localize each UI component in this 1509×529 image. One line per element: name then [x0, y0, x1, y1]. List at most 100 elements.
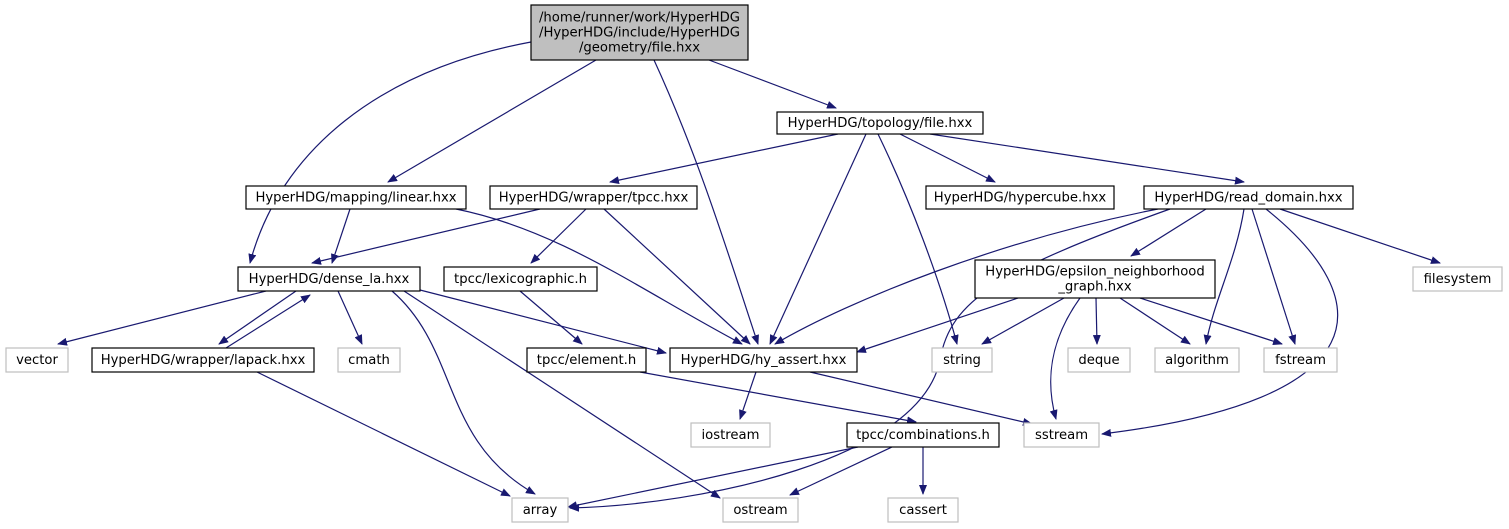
- edge-root-to-topology: [708, 59, 837, 109]
- node-lexicographic[interactable]: tpcc/lexicographic.h: [443, 266, 598, 292]
- node-deque[interactable]: deque: [1067, 347, 1131, 373]
- node-label: HyperHDG/wrapper/tpcc.hxx: [499, 191, 689, 206]
- node-label: _graph.hxx: [1057, 280, 1132, 295]
- edge-epsilon-to-fstream: [1139, 297, 1283, 346]
- node-label: iostream: [702, 428, 760, 443]
- node-array[interactable]: array: [511, 497, 569, 523]
- node-box: [511, 497, 569, 523]
- node-label: /geometry/file.hxx: [579, 41, 700, 56]
- node-label: HyperHDG/hy_assert.hxx: [681, 353, 847, 368]
- node-box: [526, 347, 647, 373]
- edge-root-to-hy_assert: [653, 59, 759, 345]
- edge-hy_assert-to-sstream: [809, 371, 1033, 426]
- node-string[interactable]: string: [931, 347, 993, 373]
- node-box: [1263, 347, 1338, 373]
- node-label: HyperHDG/mapping/linear.hxx: [255, 191, 456, 206]
- node-topology[interactable]: HyperHDG/topology/file.hxx: [776, 111, 984, 135]
- node-cassert[interactable]: cassert: [887, 497, 959, 523]
- edge-epsilon-to-deque: [1092, 297, 1101, 345]
- edge-tpcc_wrapper-to-dense_la: [311, 208, 541, 265]
- node-hy-assert[interactable]: HyperHDG/hy_assert.hxx: [669, 347, 858, 373]
- edge-root-to-mapping: [387, 59, 597, 183]
- node-fstream[interactable]: fstream: [1263, 347, 1338, 373]
- edge-dense_la-to-array: [391, 290, 536, 495]
- edge-epsilon-to-string: [981, 297, 1065, 345]
- edge-tpcc_wrapper-to-lexicographic: [530, 208, 587, 264]
- node-box: [846, 422, 1000, 448]
- edge-read_domain-to-filesystem: [1279, 208, 1441, 264]
- node-label: cmath: [348, 353, 390, 368]
- edge-topology-to-hypercube: [899, 133, 996, 183]
- edge-topology-to-tpcc_wrapper: [609, 133, 839, 185]
- edge-topology-to-hy_assert: [769, 133, 867, 345]
- node-dense-la[interactable]: HyperHDG/dense_la.hxx: [237, 266, 421, 292]
- edge-lapack-to-array: [256, 371, 511, 497]
- node-ostream[interactable]: ostream: [722, 497, 799, 523]
- node-label: HyperHDG/wrapper/lapack.hxx: [101, 353, 306, 368]
- node-epsilon[interactable]: HyperHDG/epsilon_neighborhood_graph.hxx: [974, 259, 1216, 299]
- edge-topology-to-read_domain: [929, 133, 1245, 185]
- node-label: /HyperHDG/include/HyperHDG: [539, 26, 740, 41]
- node-label: deque: [1078, 353, 1119, 368]
- edge-combinations-to-ostream: [789, 446, 893, 496]
- node-label: fstream: [1275, 353, 1326, 368]
- node-algorithm[interactable]: algorithm: [1154, 347, 1240, 373]
- node-label: HyperHDG/hypercube.hxx: [934, 191, 1107, 206]
- node-label: HyperHDG/topology/file.hxx: [788, 116, 973, 131]
- node-lapack[interactable]: HyperHDG/wrapper/lapack.hxx: [91, 347, 315, 373]
- node-label: cassert: [899, 503, 947, 518]
- node-box: [722, 497, 799, 523]
- node-box: [690, 422, 771, 448]
- node-box: [489, 185, 698, 210]
- edge-dense_la-to-ostream: [403, 290, 721, 499]
- node-vector[interactable]: vector: [5, 347, 69, 373]
- node-box: [1412, 266, 1503, 292]
- node-label: tpcc/combinations.h: [856, 428, 990, 443]
- edge-epsilon-to-hy_assert: [856, 297, 1019, 353]
- node-box: [1143, 185, 1354, 210]
- edge-read_domain-to-hy_assert: [774, 208, 1159, 345]
- edge-lexicographic-to-element: [519, 290, 583, 345]
- node-box: [1154, 347, 1240, 373]
- node-filesystem[interactable]: filesystem: [1412, 266, 1503, 292]
- node-label: HyperHDG/epsilon_neighborhood: [985, 265, 1204, 280]
- node-box: [5, 347, 69, 373]
- node-box: [974, 259, 1216, 299]
- node-label: array: [523, 503, 558, 518]
- edge-root-to-dense_la: [248, 41, 532, 264]
- node-label: HyperHDG/dense_la.hxx: [249, 272, 410, 287]
- nodes: /home/runner/work/HyperHDG/HyperHDG/incl…: [5, 4, 1503, 523]
- edge-read_domain-to-sstream: [1101, 208, 1339, 437]
- node-box: [669, 347, 858, 373]
- edge-mapping-to-dense_la: [331, 208, 351, 264]
- node-read-domain[interactable]: HyperHDG/read_domain.hxx: [1143, 185, 1354, 210]
- node-root[interactable]: /home/runner/work/HyperHDG/HyperHDG/incl…: [530, 4, 749, 61]
- node-hypercube[interactable]: HyperHDG/hypercube.hxx: [925, 185, 1115, 210]
- node-iostream[interactable]: iostream: [690, 422, 771, 448]
- node-sstream[interactable]: sstream: [1023, 422, 1100, 448]
- node-label: HyperHDG/read_domain.hxx: [1154, 191, 1342, 206]
- node-label: ostream: [733, 503, 787, 518]
- node-label: sstream: [1035, 428, 1088, 443]
- node-element[interactable]: tpcc/element.h: [526, 347, 647, 373]
- node-box: [1067, 347, 1131, 373]
- node-label: tpcc/element.h: [537, 353, 636, 368]
- node-cmath[interactable]: cmath: [337, 347, 401, 373]
- node-box: [237, 266, 421, 292]
- edge-epsilon-to-algorithm: [1119, 297, 1191, 345]
- node-box: [443, 266, 598, 292]
- node-box: [931, 347, 993, 373]
- node-box: [337, 347, 401, 373]
- node-tpcc-wrapper[interactable]: HyperHDG/wrapper/tpcc.hxx: [489, 185, 698, 210]
- edge-read_domain-to-epsilon: [1130, 208, 1207, 257]
- node-mapping[interactable]: HyperHDG/mapping/linear.hxx: [245, 185, 467, 210]
- node-label: vector: [16, 353, 58, 368]
- node-box: [776, 111, 984, 135]
- node-label: string: [943, 353, 981, 368]
- node-label: /home/runner/work/HyperHDG: [539, 11, 740, 26]
- node-combinations[interactable]: tpcc/combinations.h: [846, 422, 1000, 448]
- edge-tpcc_wrapper-to-hy_assert: [603, 208, 751, 345]
- edge-read_domain-to-fstream: [1251, 208, 1297, 345]
- node-box: [91, 347, 315, 373]
